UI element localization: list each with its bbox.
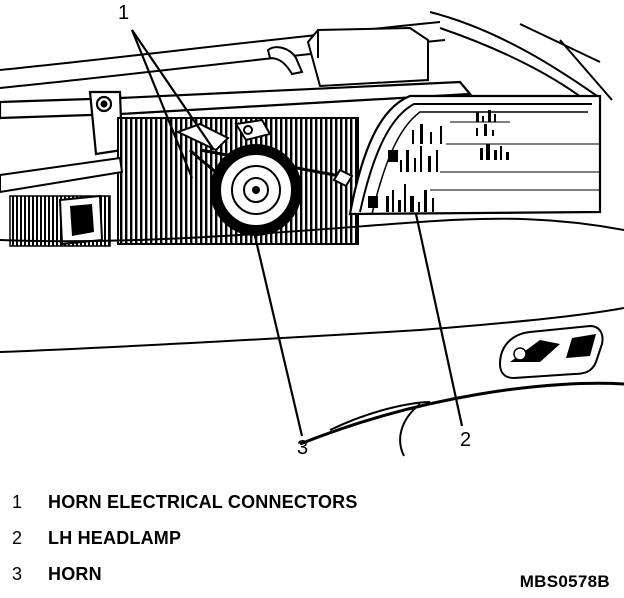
legend-number: 1 xyxy=(12,491,23,512)
callout-legend: 1 HORN ELECTRICAL CONNECTORS 2 LH HEADLA… xyxy=(12,484,452,592)
legend-number: 2 xyxy=(12,527,23,548)
figure-id: MBS0578B xyxy=(519,572,610,591)
legend-number: 3 xyxy=(12,563,23,584)
legend-item: 3 HORN xyxy=(12,556,452,592)
callout-number-3: 3 xyxy=(297,437,309,459)
horn-location-illustration xyxy=(0,11,624,457)
leader-line-2 xyxy=(414,213,464,427)
callout-number-2: 2 xyxy=(460,429,472,451)
leader-line-3 xyxy=(252,231,304,437)
legend-label: LH HEADLAMP xyxy=(48,527,182,548)
legend-item: 2 LH HEADLAMP xyxy=(12,520,452,556)
lh-headlamp xyxy=(348,94,602,216)
front-fascia xyxy=(0,217,624,457)
legend-label: HORN xyxy=(48,563,102,584)
radiator-core xyxy=(0,117,359,247)
legend-item: 1 HORN ELECTRICAL CONNECTORS xyxy=(12,484,452,520)
radiator-support xyxy=(0,80,473,156)
reservoir-bottle xyxy=(266,26,429,88)
legend-label: HORN ELECTRICAL CONNECTORS xyxy=(48,491,358,512)
leader-line-1a xyxy=(130,29,194,179)
horn xyxy=(210,144,302,236)
leader-lines xyxy=(130,29,464,437)
leader-line-1b xyxy=(131,29,215,151)
callout-number-1: 1 xyxy=(118,2,130,24)
fog-lamp xyxy=(498,324,604,380)
